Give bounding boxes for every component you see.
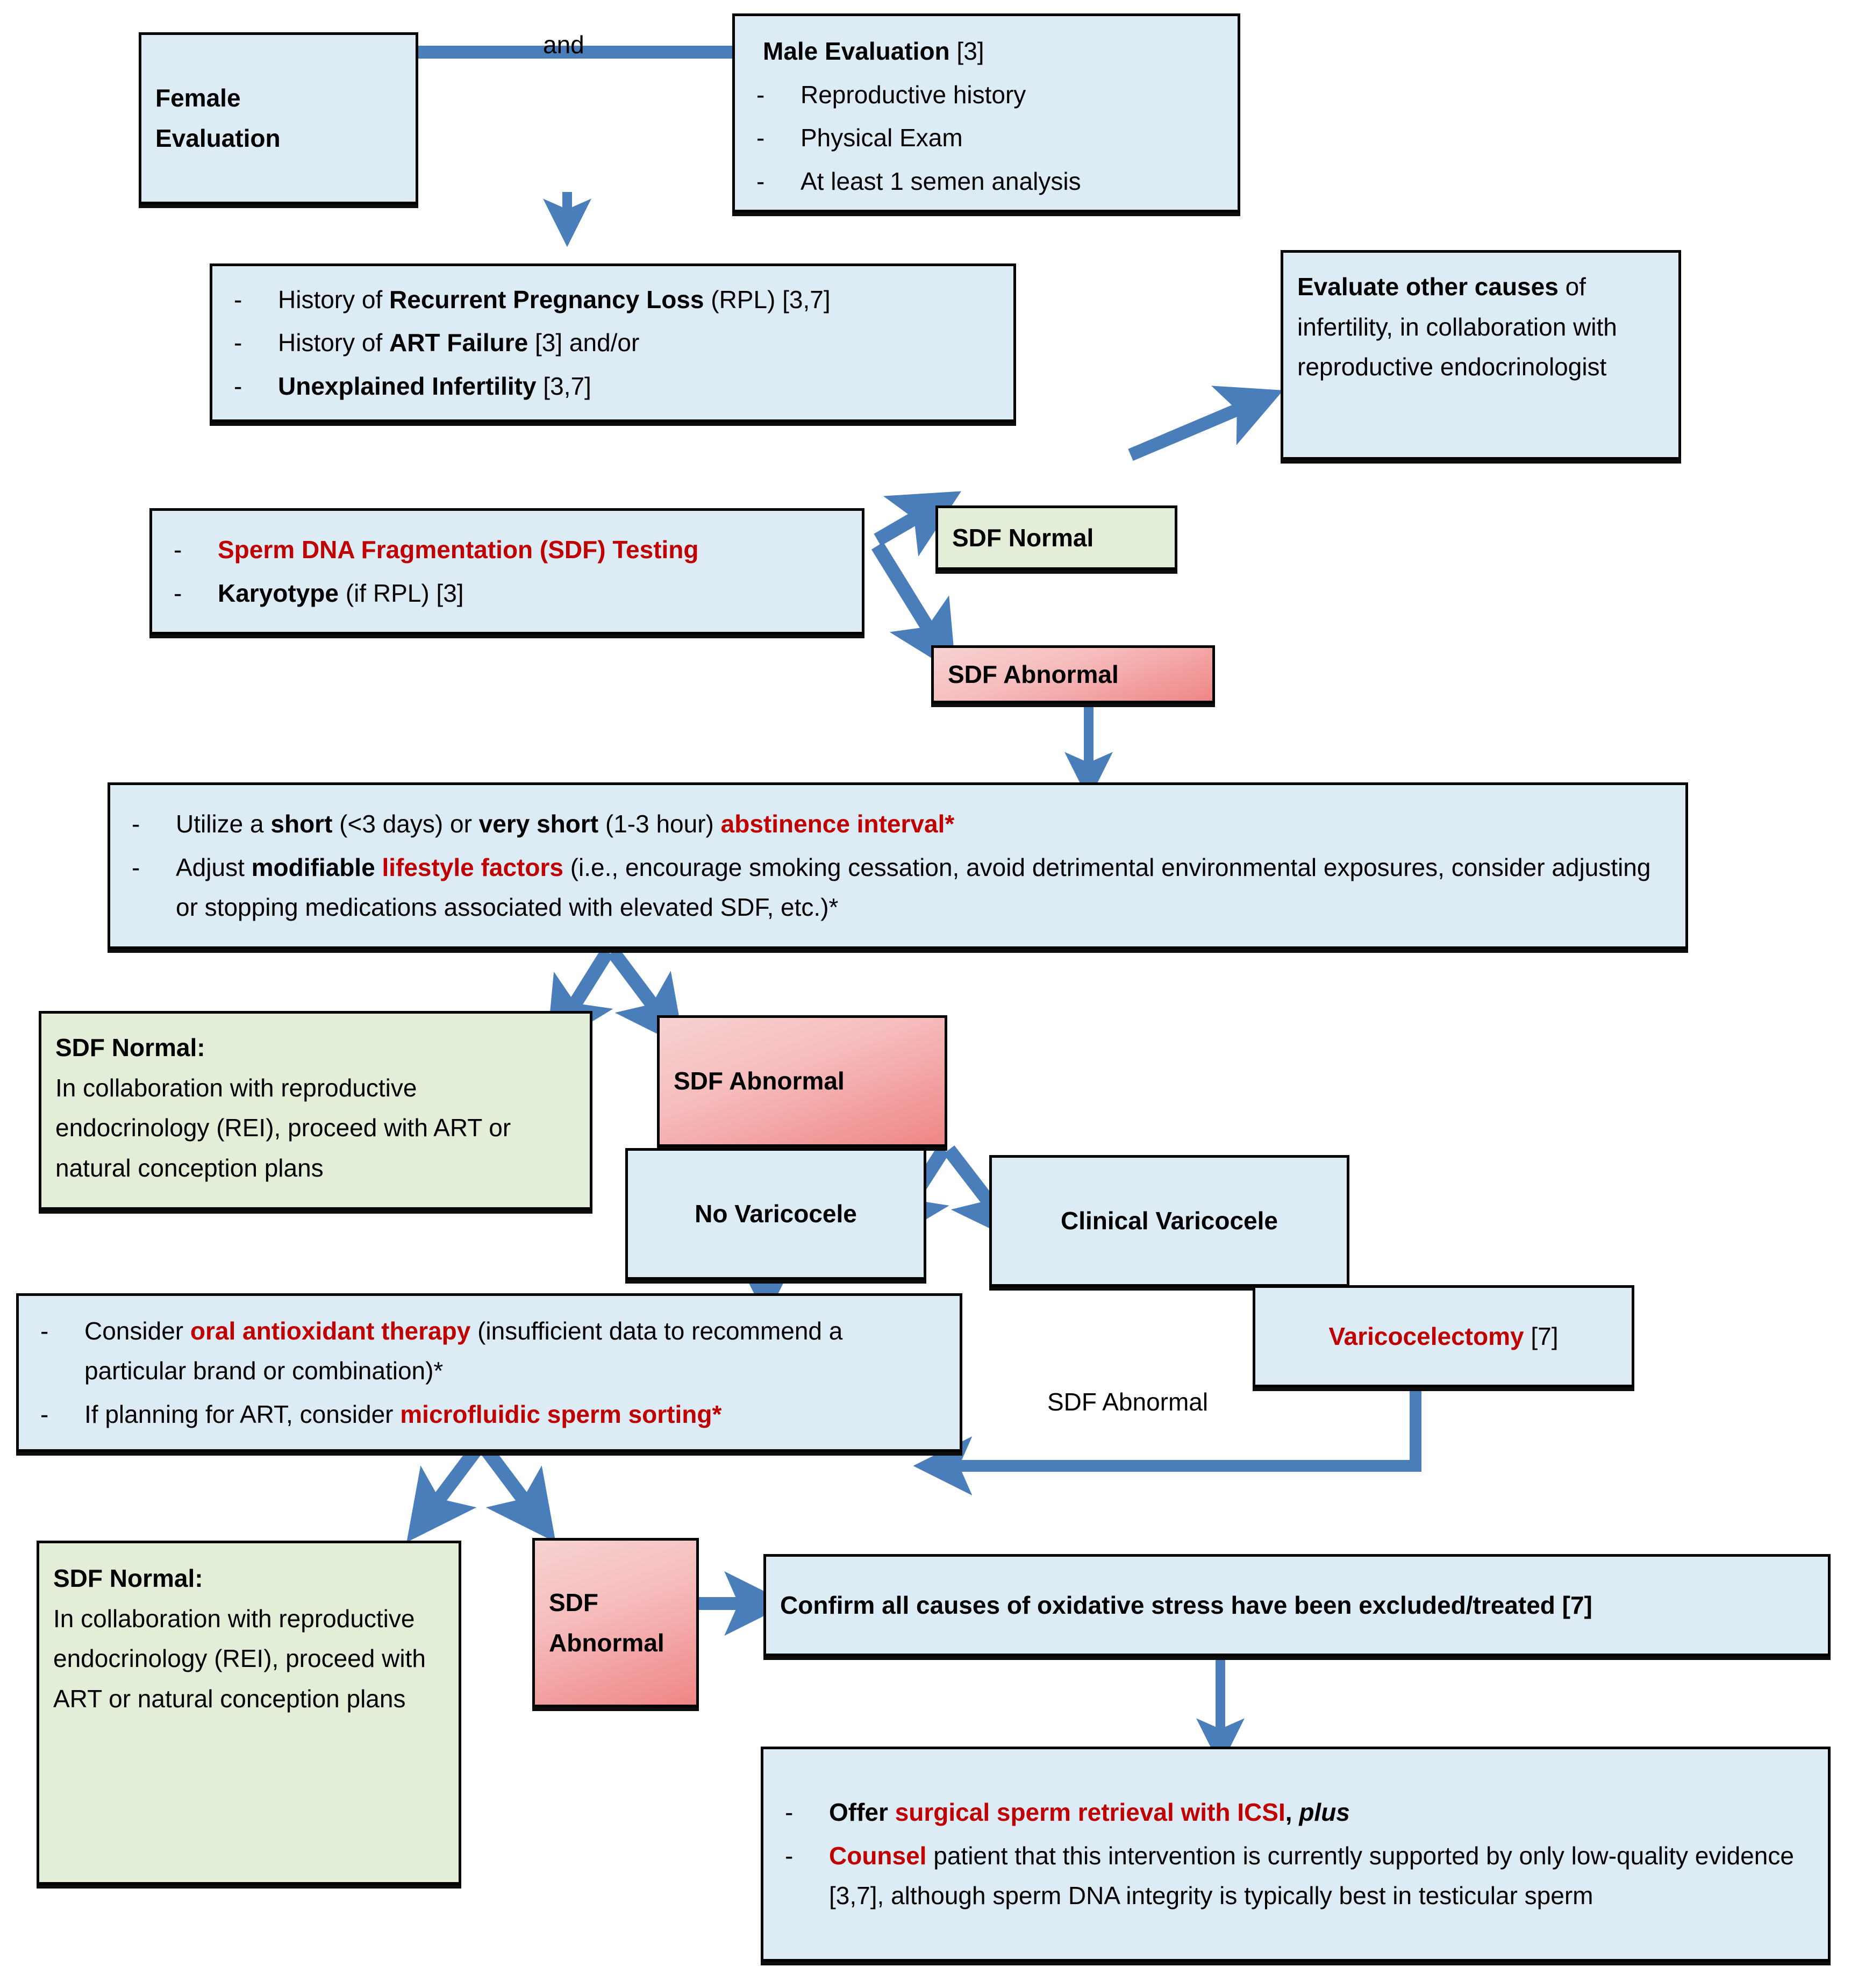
sdf-abnormal-3-line1: SDF [549, 1588, 598, 1616]
node-clinical-varicocele[interactable]: Clinical Varicocele [989, 1155, 1349, 1291]
no-varicocele-label: No Varicocele [695, 1200, 857, 1228]
node-sdf-normal-3[interactable]: SDF Normal: In collaboration with reprod… [37, 1541, 461, 1889]
list-item: At least 1 semen analysis [749, 161, 1081, 202]
final-bullets: Offer surgical sperm retrieval with ICSI… [777, 1789, 1814, 1919]
node-sdf-abnormal-2[interactable]: SDF Abnormal [657, 1015, 947, 1151]
node-sdf-abnormal-3[interactable]: SDF Abnormal [532, 1538, 699, 1711]
list-item: History of ART Failure [3] and/or [226, 323, 999, 363]
node-lifestyle-abstinence[interactable]: Utilize a short (<3 days) or very short … [108, 782, 1688, 953]
sdf-normal-2-title: SDF Normal: [55, 1034, 205, 1061]
node-history-criteria[interactable]: History of Recurrent Pregnancy Loss (RPL… [210, 263, 1016, 426]
sdf-testing-bullets: Sperm DNA Fragmentation (SDF) Testing Ka… [166, 526, 848, 616]
edge-label-sdf-abnormal: SDF Abnormal [1047, 1388, 1209, 1416]
node-varicocelectomy[interactable]: Varicocelectomy [7] [1253, 1285, 1634, 1391]
node-sdf-abnormal-1[interactable]: SDF Abnormal [931, 645, 1215, 707]
evaluate-other-causes-text: Evaluate other causes of infertility, in… [1297, 273, 1617, 381]
connector-sdftest-abnormal [871, 542, 956, 673]
node-final-recommendation[interactable]: Offer surgical sperm retrieval with ICSI… [761, 1747, 1831, 1965]
list-item: Adjust modifiable lifestyle factors (i.e… [124, 847, 1671, 928]
node-sdf-normal-1[interactable]: SDF Normal [935, 505, 1177, 574]
sdf-abnormal-3-line2: Abnormal [549, 1628, 664, 1657]
history-criteria-bullets: History of Recurrent Pregnancy Loss (RPL… [226, 276, 999, 410]
varicocelectomy-label: Varicocelectomy [7] [1328, 1322, 1559, 1350]
and-label: and [543, 31, 584, 59]
node-female-evaluation[interactable]: Female Evaluation [139, 32, 418, 208]
clinical-varicocele-label: Clinical Varicocele [1060, 1207, 1278, 1235]
node-no-varicocele[interactable]: No Varicocele [625, 1148, 926, 1284]
connector-antioxidant-abnormal3 [478, 1442, 556, 1543]
list-item: Utilize a short (<3 days) or very short … [124, 804, 1671, 844]
sdf-normal-3-title: SDF Normal: [53, 1564, 203, 1592]
sdf-abnormal-1-label: SDF Abnormal [948, 660, 1119, 688]
node-antioxidant-microfluidic[interactable]: Consider oral antioxidant therapy (insuf… [16, 1293, 962, 1456]
sdf-normal-1-label: SDF Normal [952, 523, 1094, 552]
list-item: Counsel patient that this intervention i… [777, 1836, 1814, 1916]
node-male-evaluation[interactable]: Male Evaluation [3] Reproductive history… [732, 13, 1240, 216]
male-evaluation-title: Male Evaluation [3] [763, 37, 984, 65]
confirm-oxidative-label: Confirm all causes of oxidative stress h… [780, 1591, 1592, 1619]
list-item: If planning for ART, consider microfluid… [33, 1394, 946, 1435]
male-evaluation-bullets: Reproductive history Physical Exam At le… [749, 72, 1081, 205]
female-evaluation-line1: Female [155, 84, 241, 112]
connector-lifestyle-abnormal2 [607, 947, 685, 1048]
connector-normal-evaluate [1128, 386, 1283, 461]
node-confirm-oxidative-stress[interactable]: Confirm all causes of oxidative stress h… [763, 1554, 1831, 1660]
list-item: Consider oral antioxidant therapy (insuf… [33, 1311, 946, 1391]
list-item: Unexplained Infertility [3,7] [226, 366, 999, 407]
node-evaluate-other-causes[interactable]: Evaluate other causes of infertility, in… [1281, 250, 1681, 464]
list-item: Karyotype (if RPL) [3] [166, 573, 848, 614]
connector-antioxidant-normal3 [406, 1442, 484, 1543]
sdf-abnormal-2-label: SDF Abnormal [674, 1067, 845, 1095]
sdf-normal-3-body: In collaboration with reproductive endoc… [53, 1604, 426, 1713]
list-item: Reproductive history [749, 75, 1081, 115]
list-item: Physical Exam [749, 118, 1081, 158]
node-sdf-testing[interactable]: Sperm DNA Fragmentation (SDF) Testing Ka… [149, 508, 864, 638]
node-sdf-normal-2[interactable]: SDF Normal: In collaboration with reprod… [39, 1011, 592, 1214]
female-evaluation-line2: Evaluation [155, 124, 281, 152]
connector-lifestyle-normal2 [546, 948, 614, 1050]
list-item: Offer surgical sperm retrieval with ICSI… [777, 1792, 1814, 1833]
sdf-normal-2-body: In collaboration with reproductive endoc… [55, 1073, 511, 1182]
connector-sdftest-normal [874, 491, 961, 557]
antioxidant-bullets: Consider oral antioxidant therapy (insuf… [33, 1308, 946, 1438]
list-item: Sperm DNA Fragmentation (SDF) Testing [166, 530, 848, 570]
lifestyle-bullets: Utilize a short (<3 days) or very short … [124, 801, 1671, 931]
list-item: History of Recurrent Pregnancy Loss (RPL… [226, 280, 999, 320]
